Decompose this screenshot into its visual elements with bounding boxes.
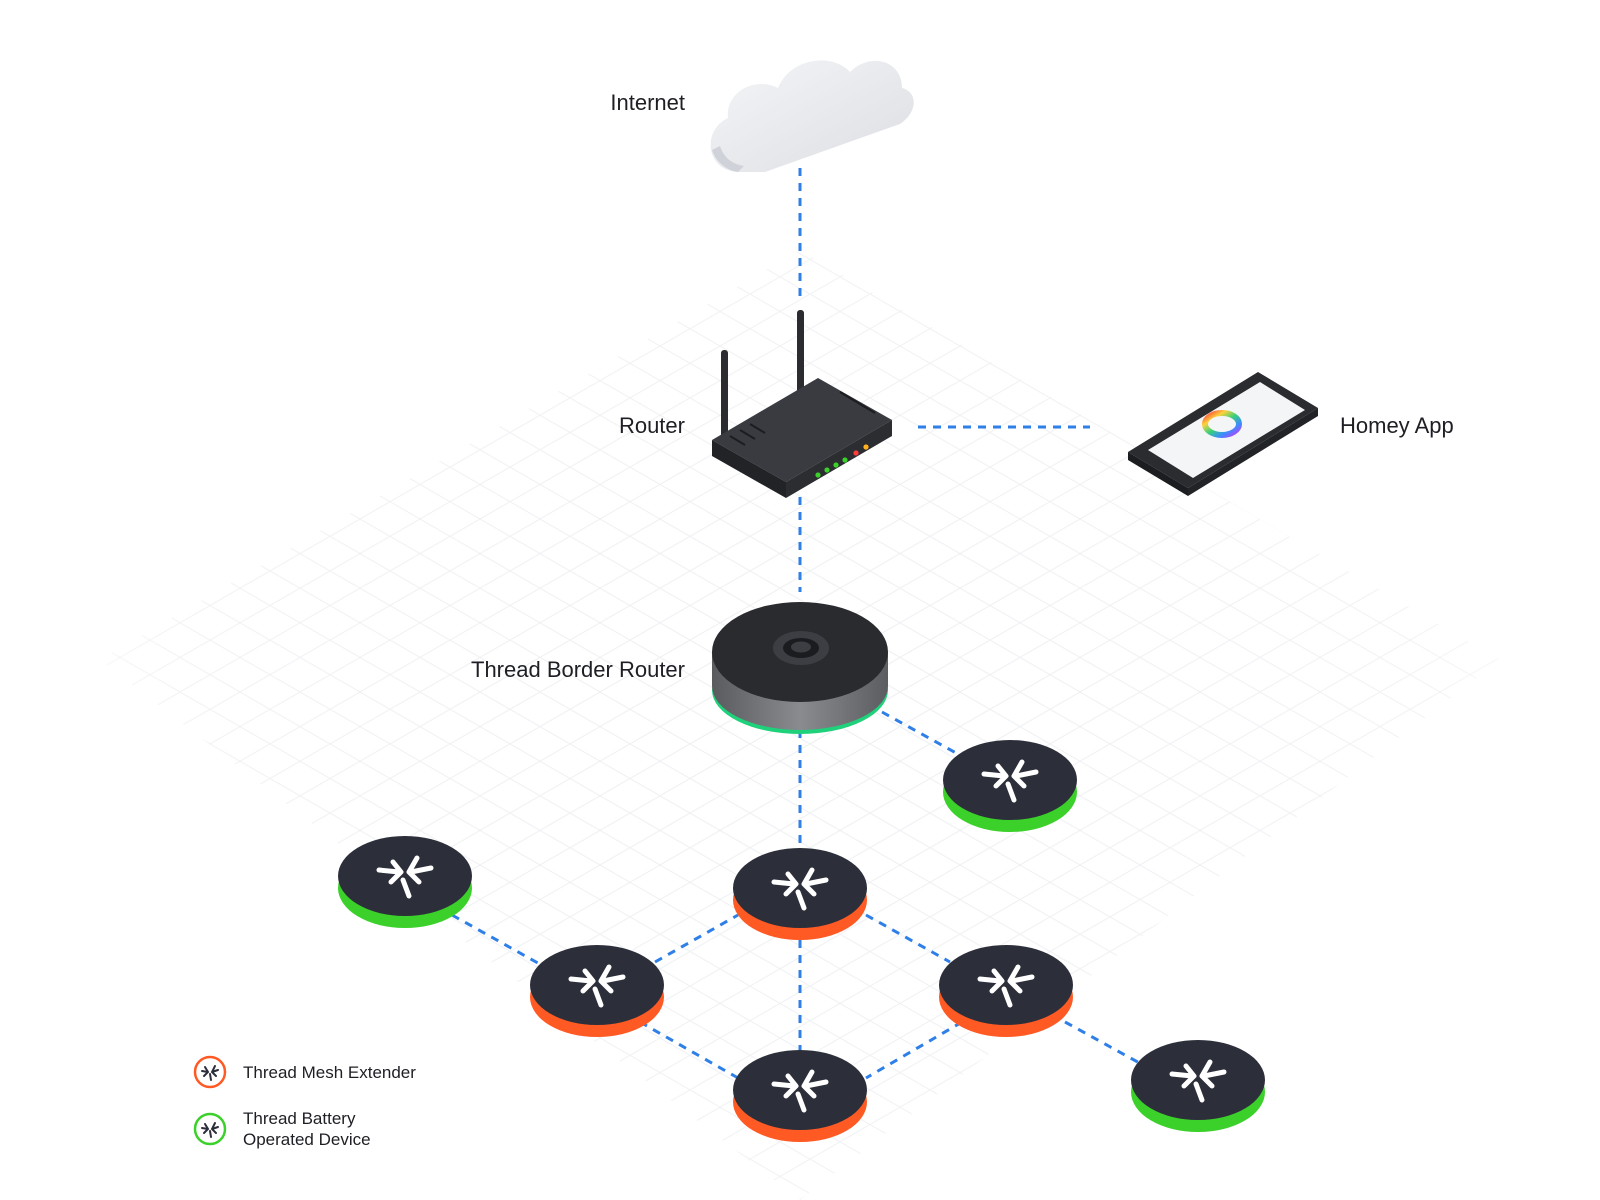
thread-node-extender-center [733,848,867,940]
legend-item-battery: Thread Battery Operated Device [193,1108,371,1150]
legend-item-extender: Thread Mesh Extender [193,1055,416,1089]
link-border-battery-right [881,710,966,760]
legend-label-battery-line2: Operated Device [243,1130,371,1149]
connection-lines [451,168,1146,1080]
label-internet: Internet [610,90,685,115]
thread-node-battery-bottom-right [1131,1040,1265,1132]
thread-node-extender-right [939,945,1073,1037]
label-router: Router [618,413,685,438]
wifi-router-icon [712,310,892,498]
smartphone-icon [1128,372,1318,496]
thread-node-battery-left [338,836,472,928]
thread-node-extender-bottom [733,1050,867,1142]
legend-label-extender: Thread Mesh Extender [243,1062,416,1082]
link-center-right [865,913,951,964]
link-right-battery-bottom [1064,1020,1146,1068]
label-thread-border-router: Thread Border Router [471,657,685,682]
thread-node-extender-left [530,945,664,1037]
link-left-center [654,913,739,964]
link-left-bottom [639,1020,739,1080]
cloud-icon [710,60,914,172]
thread-nodes [338,740,1265,1142]
thread-battery-device-icon [193,1112,227,1146]
hub-icon [712,602,888,734]
label-homey-app: Homey App [1340,413,1454,438]
link-battery-left-left [451,913,546,969]
thread-node-battery-right [943,740,1077,832]
thread-mesh-extender-icon [193,1055,227,1089]
legend-label-battery-line1: Thread Battery [243,1109,356,1128]
link-right-bottom [865,1020,963,1080]
